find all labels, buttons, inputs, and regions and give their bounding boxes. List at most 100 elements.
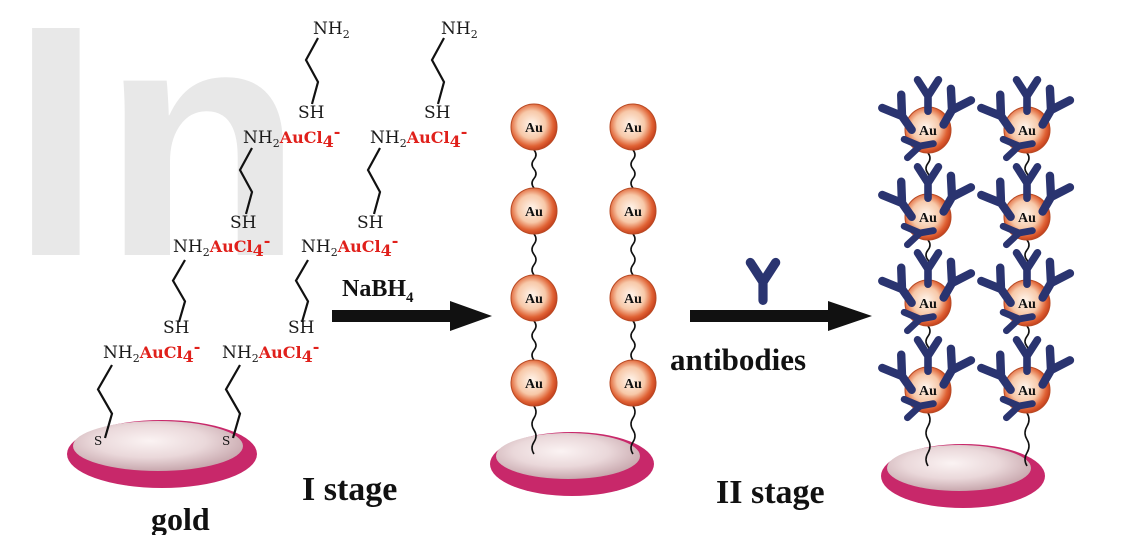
gold-particle-label: Au: [1018, 211, 1036, 226]
thiol-label: SH: [298, 103, 324, 123]
gold-particle-label: Au: [919, 124, 937, 139]
linker-chain: [630, 405, 636, 455]
antibody-icon: [999, 135, 1036, 162]
antibody-icon: [977, 90, 1015, 134]
linker-chain: [531, 320, 537, 361]
antibody-icon: [1038, 344, 1075, 389]
antibody-icon: [977, 177, 1015, 221]
gold-particle-label: Au: [624, 377, 642, 392]
antibody-icon: [913, 163, 943, 203]
gold-particle-label: Au: [525, 121, 543, 136]
antibody-icon: [745, 257, 781, 305]
thiol-label: SH: [163, 318, 189, 338]
gold-particle-label: Au: [919, 384, 937, 399]
antibody-icon: [878, 177, 916, 221]
gold-nanoparticle: Au: [609, 103, 657, 151]
antibodies-label: antibodies: [670, 342, 806, 377]
alkyl-chain: [430, 37, 446, 105]
gold-disk-substrate: [490, 432, 654, 496]
amine-gold-salt-complex: NH2AuCl4-: [301, 231, 398, 260]
gold-nanoparticle: Au: [609, 359, 657, 407]
antibody-icon: [1012, 76, 1042, 116]
gold-particle-label: Au: [525, 377, 543, 392]
alkyl-chain: [171, 259, 187, 323]
linker-chain: [1024, 412, 1030, 467]
sulfur-label: S: [94, 434, 102, 448]
alkyl-chain: [96, 364, 114, 439]
sulfur-label: S: [222, 434, 230, 448]
stage-one-label: I stage: [302, 471, 397, 508]
stage-two-label: II stage: [716, 474, 825, 511]
antibody-icon: [1012, 336, 1042, 376]
gold-nanoparticle: Au: [510, 359, 558, 407]
antibody-icon: [1038, 257, 1075, 302]
gold-particle-label: Au: [624, 121, 642, 136]
antibody-icon: [999, 222, 1036, 249]
antibody-icon: [977, 263, 1015, 307]
antibody-icon: [1038, 171, 1075, 216]
gold-particle-label: Au: [525, 292, 543, 307]
antibody-legend-icon: [745, 257, 781, 305]
gold-nanoparticle: Au: [609, 187, 657, 235]
thiol-label: SH: [288, 318, 314, 338]
thiol-label: SH: [424, 103, 450, 123]
linker-chain: [531, 405, 537, 455]
reducer-label: NaBH4: [342, 276, 414, 306]
gold-particle-label: Au: [624, 292, 642, 307]
thiol-label: SH: [357, 213, 383, 233]
linker-chain: [925, 412, 931, 467]
gold-nanoparticle: Au: [510, 187, 558, 235]
antibody-icon: [913, 336, 943, 376]
antibody-icon: [878, 90, 916, 134]
linker-chain: [630, 149, 636, 189]
antibody-icon: [977, 350, 1015, 394]
antibody-icon: [939, 171, 976, 216]
amine-gold-salt-complex: NH2AuCl4-: [103, 337, 200, 366]
antibody-icon: [1038, 84, 1075, 129]
antibody-icon: [878, 263, 916, 307]
gold-particle-label: Au: [1018, 384, 1036, 399]
terminal-amine: NH2: [313, 19, 350, 41]
gold-particle-label: Au: [1018, 297, 1036, 312]
alkyl-chain: [238, 147, 254, 215]
amine-gold-salt-complex: NH2AuCl4-: [243, 122, 340, 151]
gold-disk-substrate: [881, 444, 1045, 508]
antibody-icon: [939, 84, 976, 129]
gold-nanoparticle: Au: [609, 274, 657, 322]
alkyl-chain: [366, 147, 382, 215]
gold-particle-label: Au: [919, 297, 937, 312]
gold-nanoparticle: Au: [510, 103, 558, 151]
alkyl-chain: [304, 37, 320, 105]
linker-chain: [531, 233, 537, 276]
antibody-icon: [913, 249, 943, 289]
antibody-icon: [900, 308, 937, 335]
alkyl-chain: [294, 259, 310, 323]
amine-gold-salt-complex: NH2AuCl4-: [222, 337, 319, 366]
gold-particle-label: Au: [919, 211, 937, 226]
thiol-label: SH: [230, 213, 256, 233]
gold-particle-label: Au: [1018, 124, 1036, 139]
antibody-icon: [999, 395, 1036, 422]
antibody-icon: [900, 395, 937, 422]
linker-chain: [630, 233, 636, 276]
gold-particle-label: Au: [525, 205, 543, 220]
gold-label: gold: [151, 501, 210, 535]
antibody-icon: [878, 350, 916, 394]
amine-gold-salt-complex: NH2AuCl4-: [173, 231, 270, 260]
antibody-icon: [913, 76, 943, 116]
watermark-text: In: [10, 0, 303, 325]
antibody-icon: [900, 135, 937, 162]
gold-nanoparticle: Au: [510, 274, 558, 322]
gold-particle-label: Au: [624, 205, 642, 220]
amine-gold-salt-complex: NH2AuCl4-: [370, 122, 467, 151]
antibody-icon: [1012, 163, 1042, 203]
linker-chain: [531, 149, 537, 189]
